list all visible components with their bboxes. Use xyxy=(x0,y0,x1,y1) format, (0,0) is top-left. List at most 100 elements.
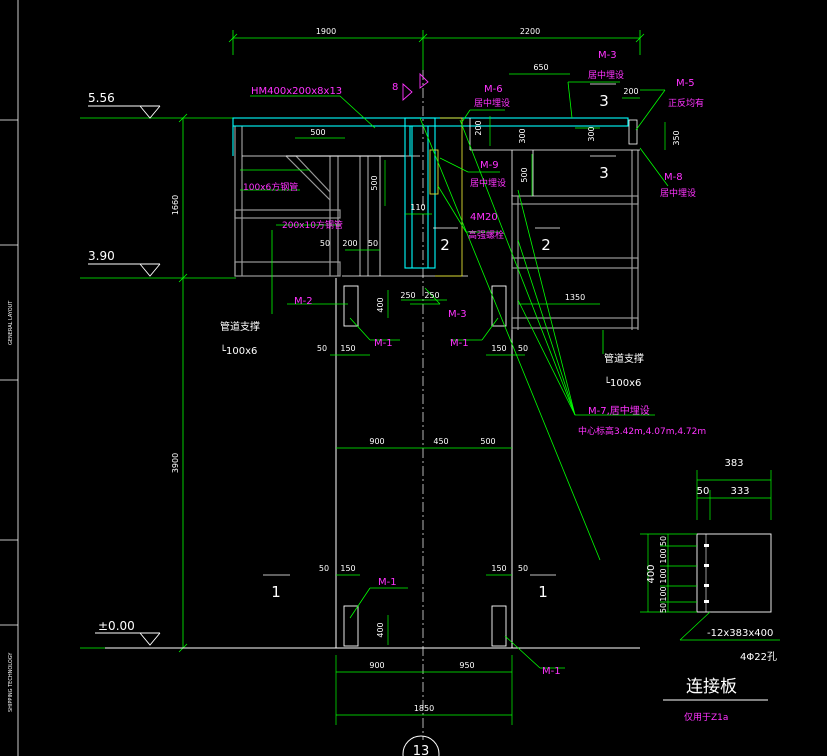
dim-500-v2: 500 xyxy=(370,175,379,190)
section-8-label: 8 xyxy=(392,82,398,93)
section-mark-1-left: 1 xyxy=(271,583,281,601)
plate-width-total: 383 xyxy=(724,458,743,469)
dim-300: 300 xyxy=(587,126,596,141)
dim-50-b: 50 xyxy=(368,239,378,248)
dim-400-a: 400 xyxy=(376,297,385,312)
dim-900-a: 900 xyxy=(369,437,384,446)
dim-250-b: 250 xyxy=(424,291,439,300)
dim-3900: 3900 xyxy=(171,453,180,473)
label-m7: M-7,居中埋设 xyxy=(588,404,650,417)
dim-650: 650 xyxy=(533,63,548,72)
plate-width-50: 50 xyxy=(697,486,710,497)
strip-label-layout: GENERAL LAYOUT xyxy=(8,300,14,345)
dim-950: 950 xyxy=(459,661,474,670)
dim-50-e: 50 xyxy=(319,564,329,573)
column-cap xyxy=(429,117,463,277)
plate-height-100-c: 100 xyxy=(659,586,668,601)
plate-height-50-top: 50 xyxy=(659,536,668,546)
dim-1350: 1350 xyxy=(565,293,585,302)
plate-height-100-a: 100 xyxy=(659,548,668,563)
plate-title: 连接板 xyxy=(686,677,737,697)
label-pipe-support-right: 管道支撑 xyxy=(604,352,644,365)
label-m3-top: M-3 xyxy=(598,50,617,61)
left-steel-frame xyxy=(234,126,405,277)
dim-900-b: 900 xyxy=(369,661,384,670)
label-angle-left: └100x6 xyxy=(220,344,257,357)
right-frame-outline xyxy=(469,118,640,196)
label-square-pipe-100: 100x6方钢管 xyxy=(243,181,298,193)
label-m5-sub: 正反均有 xyxy=(668,97,704,109)
section-mark-3-upper: 3 xyxy=(599,92,609,110)
dim-50-d: 50 xyxy=(518,344,528,353)
connection-plate xyxy=(640,470,780,701)
dim-50-c: 50 xyxy=(317,344,327,353)
plate-height-50-bottom: 50 xyxy=(659,603,668,613)
label-hm-beam: HM400x200x8x13 xyxy=(251,86,342,97)
dim-500-b: 500 xyxy=(480,437,495,446)
embedded-plates xyxy=(343,285,507,647)
dim-150-a: 150 xyxy=(340,344,355,353)
dim-500-v: 500 xyxy=(520,167,529,182)
plate-spec: -12x383x400 xyxy=(707,628,773,639)
section-mark-3-lower: 3 xyxy=(599,164,609,182)
dim-2200: 2200 xyxy=(520,27,540,36)
hm-beam xyxy=(232,117,629,269)
detail-dimensions xyxy=(295,73,666,725)
label-m6-sub: 居中埋设 xyxy=(474,97,510,109)
dim-110: 110 xyxy=(410,203,425,212)
label-m3-top-sub: 居中埋设 xyxy=(588,69,624,81)
label-m3-mid: M-3 xyxy=(448,309,467,320)
dim-200-r: 200 xyxy=(623,87,638,96)
label-square-pipe-200: 200x10方钢管 xyxy=(282,219,343,231)
elevation-symbols xyxy=(88,105,161,646)
dim-300-v: 300 xyxy=(518,128,527,143)
sheet-ref-circle xyxy=(402,735,440,756)
label-m8: M-8 xyxy=(664,172,683,183)
label-m1-lower-right: M-1 xyxy=(542,666,561,677)
left-frame-outline xyxy=(242,155,468,277)
strip-label-tech: SHIPPING TECHNOLOGY xyxy=(8,652,14,712)
label-m2: M-2 xyxy=(294,296,313,307)
plate-width-333: 333 xyxy=(730,486,749,497)
dim-250-a: 250 xyxy=(400,291,415,300)
elevation-5-56: 5.56 xyxy=(88,91,115,105)
section-8-marker xyxy=(402,72,429,102)
dim-150-d: 150 xyxy=(491,564,506,573)
label-m5: M-5 xyxy=(676,78,695,89)
dim-350-r: 350 xyxy=(672,130,681,145)
plate-holes: 4Φ22孔 xyxy=(740,651,777,663)
left-vertical-dimension xyxy=(80,113,236,653)
section-mark-1-right: 1 xyxy=(538,583,548,601)
label-m9: M-9 xyxy=(480,160,499,171)
sheet-ref-number: 13 xyxy=(413,744,430,756)
elevation-3-90: 3.90 xyxy=(88,249,115,263)
label-m1-lower-left: M-1 xyxy=(378,577,397,588)
dim-500-top: 500 xyxy=(310,128,325,137)
label-4m20: 4M20 xyxy=(470,212,498,223)
label-m1-upper-right: M-1 xyxy=(450,338,469,349)
left-title-strip xyxy=(0,0,19,756)
section-marker-lines xyxy=(263,83,616,576)
concrete-column xyxy=(335,278,513,648)
dim-50-f: 50 xyxy=(518,564,528,573)
right-steel-frame xyxy=(511,150,639,330)
label-bolts-sub: 高强螺栓 xyxy=(468,229,504,241)
label-pipe-support-left: 管道支撑 xyxy=(220,320,260,333)
dim-1660: 1660 xyxy=(171,195,180,215)
section-mark-2-left: 2 xyxy=(440,236,450,254)
section-mark-2-right: 2 xyxy=(541,236,551,254)
dim-50-a: 50 xyxy=(320,239,330,248)
dim-400-b: 400 xyxy=(376,622,385,637)
dim-1900: 1900 xyxy=(316,27,336,36)
label-m8-sub: 居中埋设 xyxy=(660,187,696,199)
label-m7-sub: 中心标高3.42m,4.07m,4.72m xyxy=(578,425,706,437)
dim-1850: 1850 xyxy=(414,704,434,713)
dim-150-c: 150 xyxy=(340,564,355,573)
leader-lines xyxy=(240,81,669,669)
plate-height-total: 400 xyxy=(646,564,657,583)
plate-subtitle: 仅用于Z1a xyxy=(684,711,728,723)
dim-150-b: 150 xyxy=(491,344,506,353)
label-angle-right: └100x6 xyxy=(604,376,641,389)
elevation-zero: ±0.00 xyxy=(98,619,135,633)
